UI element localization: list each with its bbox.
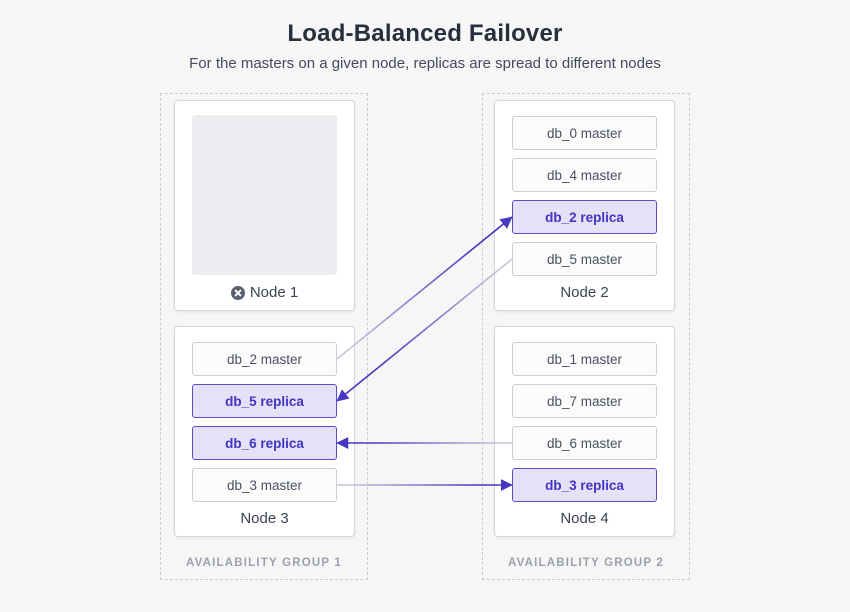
availability-group-2-label: AVAILABILITY GROUP 2 [507,557,665,569]
availability-group-1-label: AVAILABILITY GROUP 1 [185,557,343,569]
failed-node-placeholder [192,115,337,275]
db-box-list-node2: db_0 master db_4 master db_2 replica db_5 m… [512,116,657,276]
db-box-list-node3: db_2 master db_5 replica db_6 replica db_3 … [192,342,337,502]
db-box-db_0-master: db_0 master [512,116,657,150]
node-4-label: Node 4 [495,510,674,527]
node-card-2: db_0 master db_4 master db_2 replica db_5 m… [494,100,675,311]
node-3-name: Node 3 [240,510,289,527]
node-1-label: Node 1 [175,284,354,301]
db-box-db_3-replica: db_3 replica [512,468,657,502]
page-subtitle: For the masters on a given node, replica… [189,55,661,72]
header: Load-Balanced Failover For the masters o… [0,20,850,72]
db-box-db_1-master: db_1 master [512,342,657,376]
node-2-label: Node 2 [495,284,674,301]
db-box-db_4-master: db_4 master [512,158,657,192]
node-3-label: Node 3 [175,510,354,527]
db-box-db_3-master: db_3 master [192,468,337,502]
page-title: Load-Balanced Failover [287,20,563,47]
node-card-4: db_1 master db_7 master db_6 master db_3 re… [494,326,675,537]
node-4-name: Node 4 [560,510,609,527]
db-box-db_6-replica: db_6 replica [192,426,337,460]
db-box-db_6-master: db_6 master [512,426,657,460]
db-box-db_2-replica: db_2 replica [512,200,657,234]
db-box-db_7-master: db_7 master [512,384,657,418]
db-box-db_5-replica: db_5 replica [192,384,337,418]
node-card-1: Node 1 [174,100,355,311]
db-box-list-node4: db_1 master db_7 master db_6 master db_3 re… [512,342,657,502]
node-card-3: db_2 master db_5 replica db_6 replica db_3 … [174,326,355,537]
node-1-name: Node 1 [249,284,299,301]
db-box-db_2-master: db_2 master [192,342,337,376]
x-circle-icon [230,285,245,300]
node-2-name: Node 2 [560,284,609,301]
db-box-db_5-master: db_5 master [512,242,657,276]
